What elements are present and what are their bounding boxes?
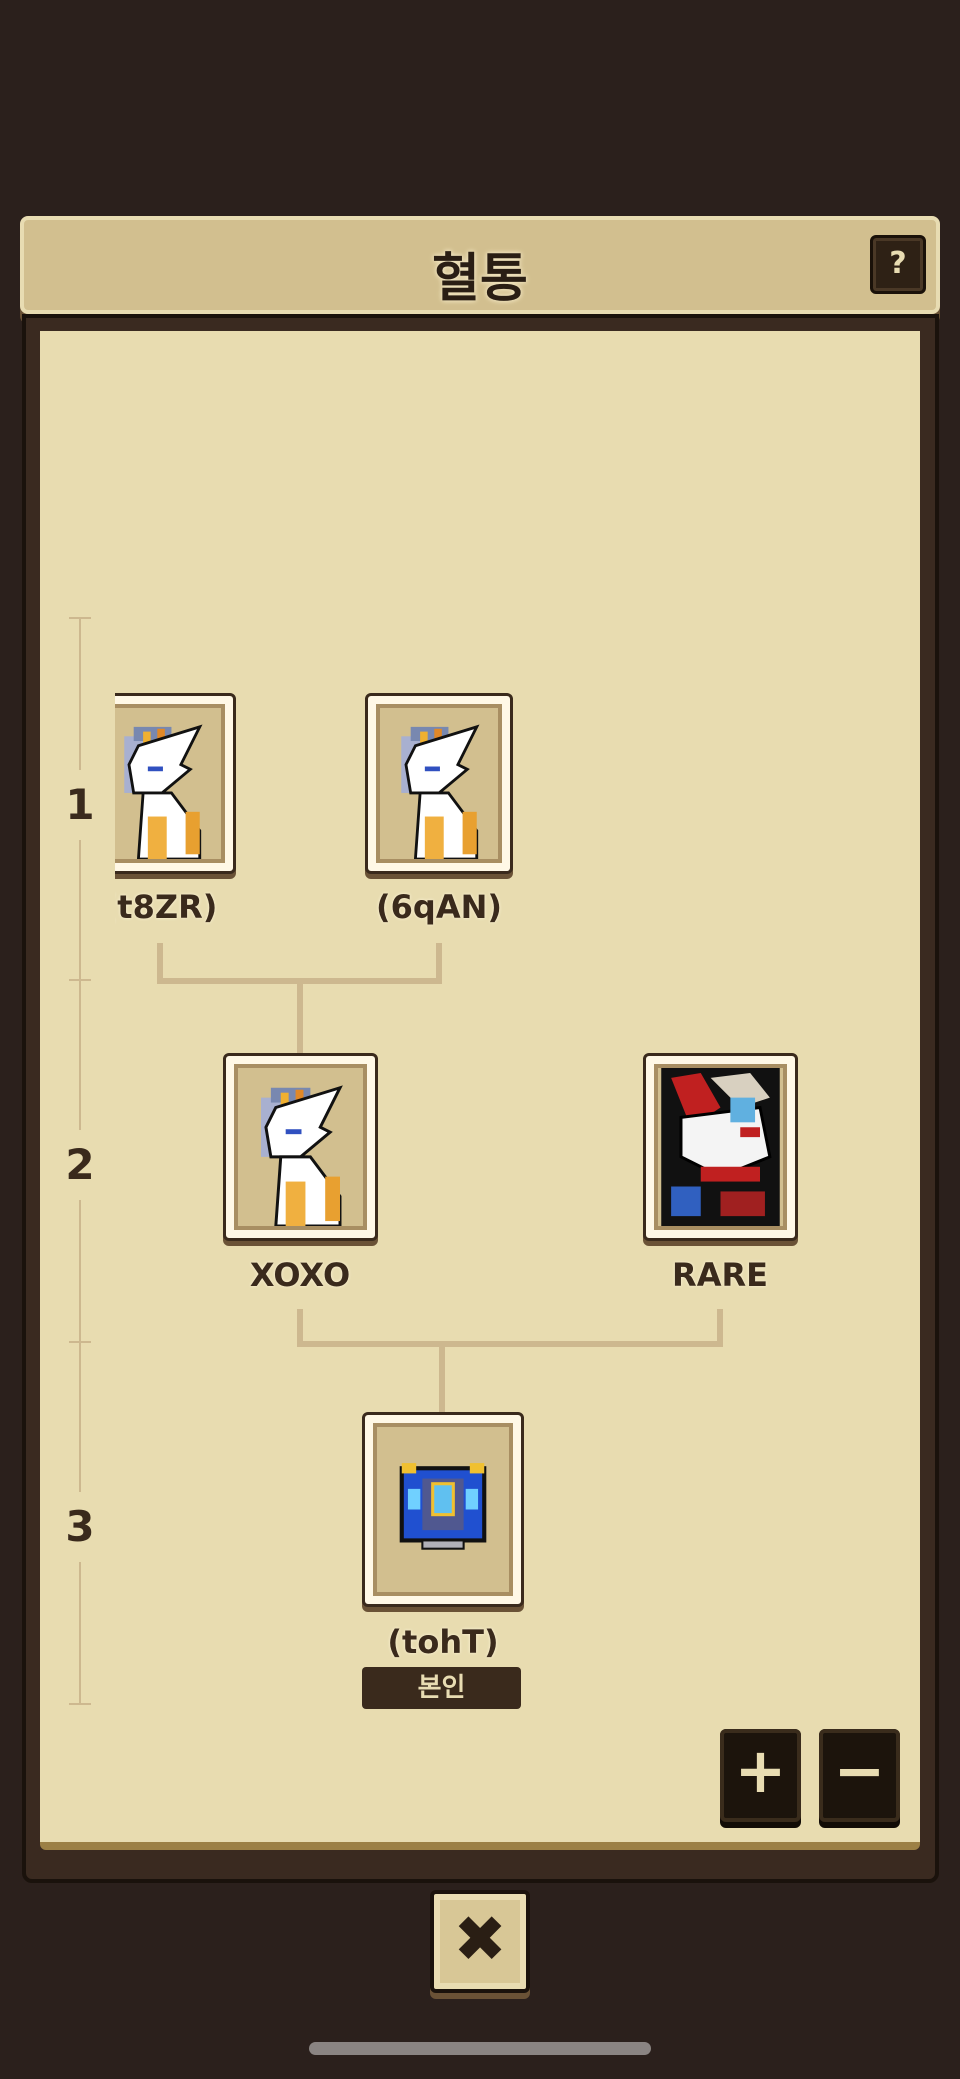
pedigree-name: RARE: [672, 1256, 768, 1294]
pedigree-card-rare[interactable]: [643, 1053, 798, 1241]
page-title: 혈통: [432, 249, 528, 309]
axis-tick: [69, 1341, 91, 1343]
pedigree-card-t8zr[interactable]: [115, 693, 236, 874]
white-dragon-sprite-icon: [122, 725, 202, 859]
pedigree-name: (tohT): [387, 1623, 499, 1661]
pedigree-name: (t8ZR): [115, 888, 218, 926]
axis-tick: [69, 979, 91, 981]
axis-tick: [69, 617, 91, 619]
generation-label-2: 2: [60, 1130, 100, 1200]
white-dragon-sprite-icon: [259, 1086, 342, 1226]
connector-line: [439, 1341, 445, 1413]
connector-line: [297, 1341, 723, 1347]
white-dragon-sprite-icon: [399, 725, 479, 859]
self-badge: 본인: [362, 1667, 521, 1709]
blue-armor-egg-sprite-icon: [377, 1427, 509, 1592]
pedigree-card-xoxo[interactable]: [223, 1053, 378, 1241]
connector-line: [157, 943, 163, 984]
connector-line: [297, 1309, 303, 1347]
generation-label-3: 3: [60, 1492, 100, 1562]
zoom-in-button[interactable]: +: [720, 1729, 801, 1822]
pedigree-card-6qan[interactable]: [365, 693, 513, 874]
connector-line: [297, 978, 303, 1054]
generation-label-1: 1: [60, 770, 100, 840]
home-indicator[interactable]: [309, 2042, 651, 2055]
title-bar: 혈통 ?: [20, 216, 940, 314]
connector-line: [717, 1309, 723, 1347]
zoom-out-button[interactable]: −: [819, 1729, 900, 1822]
pedigree-name: XOXO: [249, 1256, 351, 1294]
help-button[interactable]: ?: [870, 235, 926, 294]
close-button[interactable]: ✖: [430, 1890, 530, 1993]
pedigree-name: (6qAN): [376, 888, 502, 926]
red-black-dragon-sprite-icon: [659, 1068, 782, 1226]
connector-line: [436, 943, 442, 984]
axis-tick: [69, 1703, 91, 1705]
gen1-clip: (t8ZR): [115, 680, 515, 940]
pedigree-card-toht[interactable]: [362, 1412, 524, 1607]
